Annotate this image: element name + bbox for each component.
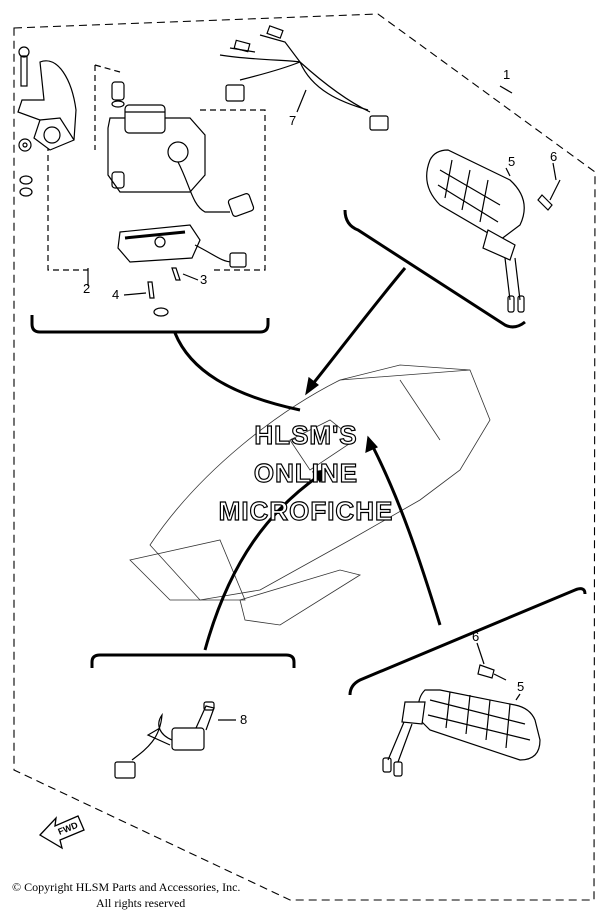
callout-7: 7 xyxy=(289,113,296,128)
view-bracket-bottom-left xyxy=(90,653,296,668)
leader-1 xyxy=(499,85,513,94)
leader-5-lower xyxy=(515,693,521,701)
watermark-line-3: MICROFICHE xyxy=(219,496,394,526)
leader-3 xyxy=(182,273,199,281)
pointer-right-grip xyxy=(370,444,442,626)
callout-5-upper: 5 xyxy=(508,154,515,169)
toggle-switch-part-8 xyxy=(114,701,215,779)
pointer-left-grip-head xyxy=(311,469,328,484)
view-bracket-bottom-right xyxy=(348,587,587,696)
pointer-right-grip-head xyxy=(365,435,378,453)
callout-1: 1 xyxy=(503,67,510,82)
leader-6-upper xyxy=(552,162,557,181)
screw-part-6-lower xyxy=(477,664,507,681)
view-bracket-top-left xyxy=(30,315,270,334)
pointer-harness xyxy=(310,267,407,386)
callout-6-upper: 6 xyxy=(550,149,557,164)
wire-harness-part-7 xyxy=(219,25,389,131)
copyright-line-2: All rights reserved xyxy=(96,896,186,910)
watermark-line-2: ONLINE xyxy=(254,458,358,488)
callout-3: 3 xyxy=(200,272,207,287)
leader-6-lower xyxy=(476,642,485,665)
callout-6-lower: 6 xyxy=(472,629,479,644)
leader-7 xyxy=(296,89,307,113)
kit-boundary xyxy=(13,13,596,901)
switch-assembly-part-2 xyxy=(17,46,266,317)
pointer-harness-head xyxy=(305,376,319,396)
copyright-line-1: © Copyright HLSM Parts and Accessories, … xyxy=(12,880,241,894)
leader-4 xyxy=(123,292,147,296)
pointer-left-grip xyxy=(203,473,321,651)
view-bracket-top-right xyxy=(343,209,526,329)
snowmobile-outline xyxy=(129,364,491,626)
grip-warmer-part-5-upper xyxy=(426,149,525,313)
watermark-line-1: HLSM'S xyxy=(254,420,357,450)
fwd-arrow-icon: FWD xyxy=(38,815,85,850)
pointer-switch xyxy=(173,332,301,412)
screw-part-6-upper xyxy=(537,179,561,211)
callout-5-lower: 5 xyxy=(517,679,524,694)
grip-warmer-part-5-lower xyxy=(382,689,541,777)
callout-2: 2 xyxy=(83,281,90,296)
callout-4: 4 xyxy=(112,287,119,302)
callout-8: 8 xyxy=(240,712,247,727)
leader-5-upper xyxy=(505,167,511,177)
